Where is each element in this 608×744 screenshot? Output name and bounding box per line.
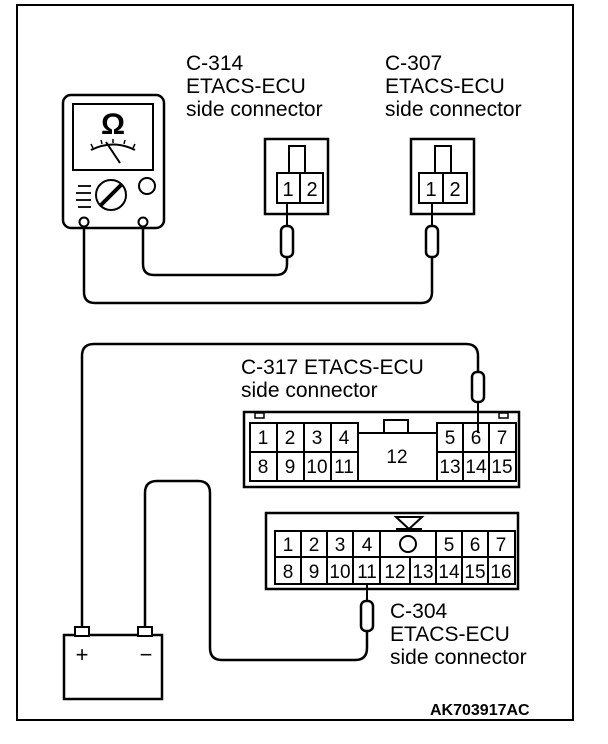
c317-pin-7: 7	[497, 428, 508, 449]
gauge-ticks	[90, 139, 136, 149]
figure-code: AK703917AC	[430, 702, 530, 719]
battery-positive-post	[74, 626, 90, 637]
c317-pin-11: 11	[334, 457, 354, 478]
c304-pin-7: 7	[496, 535, 507, 556]
connector-c317: 1 2 3 4 5 6 7 8 9 10 11 12 13 14 15	[242, 370, 521, 489]
c304-code: C-304	[390, 600, 448, 623]
c304-pin-9: 9	[309, 562, 320, 583]
c304-pin-8: 8	[283, 562, 294, 583]
c317-pin-10: 10	[306, 457, 327, 478]
connector-c304: 1 2 3 4 5 6 7 8 9 10 11 12 13 14 15 16	[264, 511, 520, 633]
c317-pin-12: 12	[386, 447, 407, 468]
c304-pin-14: 14	[438, 562, 460, 583]
c317-side: side connector	[241, 379, 378, 402]
knob-pointer	[99, 183, 123, 207]
c317-pin-13: 13	[439, 457, 460, 478]
c317-cavity-outline	[249, 422, 517, 482]
c317-latch-right	[498, 412, 509, 419]
c314-lock	[288, 145, 306, 173]
zero-adjust-knob	[138, 177, 156, 195]
ohmmeter: Ω	[61, 93, 166, 230]
c304-pin-2: 2	[309, 535, 320, 556]
c317-probe	[470, 370, 486, 404]
c304-pin-4: 4	[362, 535, 373, 556]
battery-negative-lead	[143, 479, 369, 662]
c304-pin-13: 13	[412, 562, 433, 583]
battery-plus-sign: +	[76, 642, 89, 667]
c314-name: ETACS-ECU	[186, 75, 306, 98]
c307-pin-1: 1	[425, 179, 436, 201]
c314-label: C-314 ETACS-ECU side connector	[186, 52, 323, 121]
c304-pin-5: 5	[444, 535, 455, 556]
meter-terminal-left	[78, 216, 90, 228]
range-marks	[76, 185, 91, 208]
c314-probe	[279, 224, 295, 259]
c317-pin-15: 15	[491, 457, 512, 478]
c304-name: ETACS-ECU	[390, 623, 510, 646]
c304-pin-6: 6	[470, 535, 481, 556]
connector-c307: 1 2	[409, 137, 476, 259]
c317-pin-14: 14	[465, 457, 487, 478]
battery-negative-post	[137, 626, 153, 637]
battery-positive-lead	[80, 342, 480, 627]
c314-pin-1: 1	[282, 179, 293, 201]
c304-probe	[359, 599, 375, 633]
battery-minus-sign: −	[140, 642, 153, 667]
c314-pin-2: 2	[306, 179, 317, 201]
c304-center-marker	[399, 535, 417, 553]
c307-label: C-307 ETACS-ECU side connector	[385, 52, 522, 121]
c317-title: C-317 ETACS-ECU	[241, 356, 424, 379]
c304-side: side connector	[390, 646, 527, 669]
gauge-needle	[105, 141, 121, 164]
ohmmeter-display	[72, 103, 154, 171]
gauge-scale	[90, 143, 136, 151]
c317-pin-2: 2	[285, 428, 296, 449]
c317-label: C-317 ETACS-ECU side connector	[241, 356, 424, 402]
c317-pin-8: 8	[258, 457, 269, 478]
c317-latch-left	[254, 412, 265, 419]
c307-probe	[424, 224, 440, 259]
c317-housing	[242, 410, 521, 489]
c307-lock	[434, 145, 452, 173]
c304-pin-16: 16	[490, 562, 511, 583]
c314-side: side connector	[186, 98, 323, 121]
c317-pin-5: 5	[445, 428, 456, 449]
c307-code: C-307	[385, 52, 443, 75]
battery: + −	[62, 626, 164, 701]
meter-terminal-right	[137, 216, 149, 228]
c304-pin-12: 12	[384, 562, 405, 583]
c317-pin-3: 3	[312, 428, 323, 449]
c317-pin-9: 9	[285, 457, 296, 478]
connector-c314: 1 2	[263, 137, 330, 259]
c304-lock-mark	[393, 516, 425, 531]
c304-housing	[264, 511, 520, 591]
c307-pin-2: 2	[449, 179, 460, 201]
c317-lock-tab	[383, 419, 409, 434]
c317-pin-6: 6	[471, 428, 482, 449]
battery-case	[62, 633, 164, 701]
meter-lead-to-c314	[141, 227, 289, 277]
c307-name: ETACS-ECU	[385, 75, 505, 98]
c304-pin-1: 1	[283, 535, 294, 556]
c304-pin-3: 3	[335, 535, 346, 556]
c317-pin-1: 1	[258, 428, 269, 449]
c307-side: side connector	[385, 98, 522, 121]
c304-pin-15: 15	[464, 562, 485, 583]
c317-pin-4: 4	[339, 428, 350, 449]
c304-label: C-304 ETACS-ECU side connector	[390, 600, 527, 669]
c304-pin-11: 11	[357, 562, 377, 583]
ohm-symbol: Ω	[101, 108, 125, 141]
figure-frame	[16, 4, 574, 721]
meter-lead-to-c307	[82, 227, 434, 305]
c304-pin-10: 10	[329, 562, 350, 583]
c314-code: C-314	[186, 52, 244, 75]
